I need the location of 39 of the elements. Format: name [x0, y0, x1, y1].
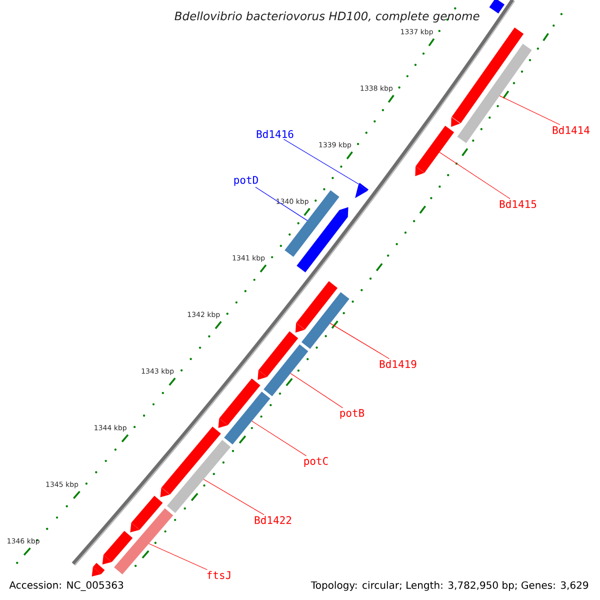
leader-line — [330, 323, 390, 360]
leader-line — [284, 138, 360, 184]
gene-bar — [258, 331, 298, 380]
leader-line — [439, 152, 510, 200]
leader-line — [290, 373, 344, 408]
gene-bar — [166, 440, 231, 513]
gene-label: Bd1419 — [380, 360, 416, 368]
accession-label: Accession: NC_005363 — [9, 581, 124, 591]
gene-bar — [355, 182, 368, 198]
gene-bar — [218, 378, 260, 428]
leader-line — [252, 420, 307, 456]
gene-label: Bd1422 — [254, 516, 292, 524]
gene-label: potC — [304, 457, 328, 467]
genome-info: Topology: circular; Length: 3,782,950 bp; Genes: 3,629 — [310, 581, 588, 591]
gene-label: Bd1414 — [552, 126, 590, 134]
gene-bar — [415, 126, 454, 176]
gene-bar — [160, 426, 221, 498]
gene-bar — [224, 392, 270, 445]
gene-label: potD — [234, 176, 258, 186]
gene-bar — [114, 508, 174, 574]
gene-bar — [130, 496, 163, 532]
gene-label: potB — [340, 409, 364, 419]
gene-bar — [489, 0, 505, 14]
title: Bdellovibrio bacteriovorus HD100, complete genome — [174, 11, 480, 23]
leader-line — [148, 543, 208, 570]
leader-line — [255, 186, 308, 221]
gene-label: Bd1415 — [500, 200, 536, 208]
gene-label: ftsJ — [207, 570, 230, 580]
gene-label: Bd1416 — [256, 130, 294, 138]
gene-bar — [295, 281, 338, 333]
gene-bar — [92, 562, 105, 577]
gene-bar — [301, 292, 350, 349]
gene-bar — [296, 207, 348, 272]
gene-bar — [264, 344, 308, 396]
gene-bar — [102, 530, 133, 564]
gene-bar — [451, 27, 524, 127]
gene-bar — [457, 44, 532, 144]
leader-line — [203, 478, 264, 516]
leader-line — [499, 96, 560, 126]
